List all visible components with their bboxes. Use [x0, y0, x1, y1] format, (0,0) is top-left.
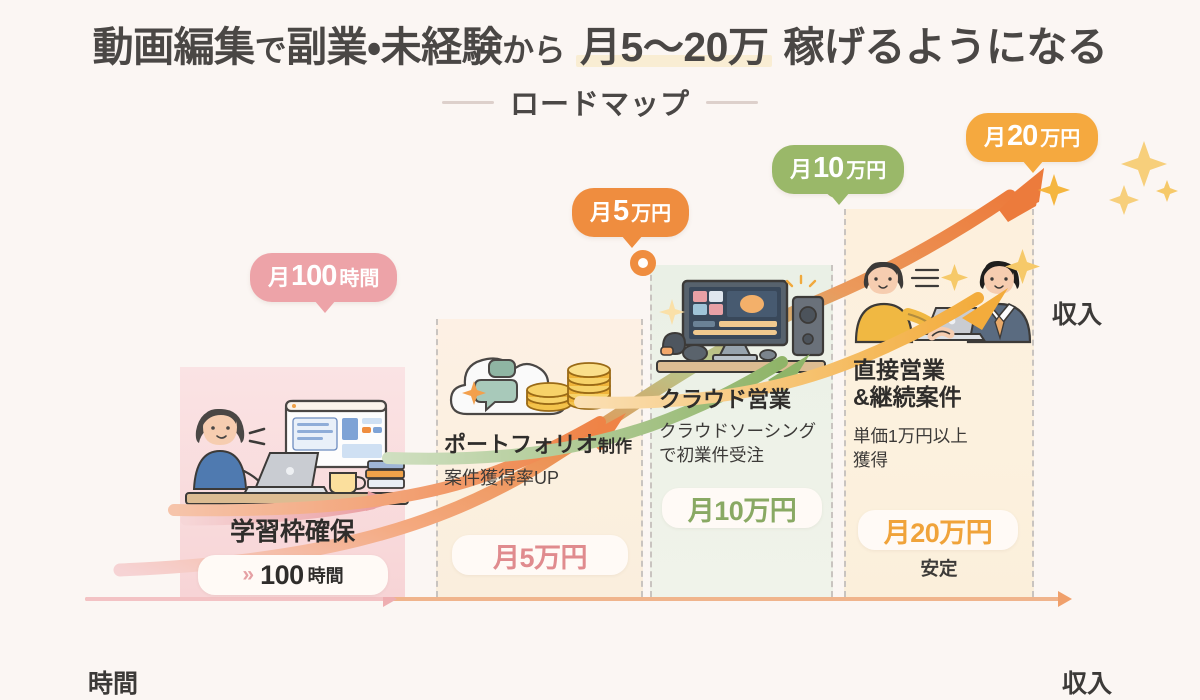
roadmap-chart: 時間 収入 収入 [0, 110, 1200, 698]
person-studying-at-desk-illustration-icon [185, 399, 409, 505]
stage-title-2: ポートフォリオ制作 [444, 432, 640, 458]
chip-value-4: 月20万円 [883, 517, 993, 548]
sparkle-small-icon [1038, 174, 1070, 206]
infographic-canvas: 動画編集で副業・未経験から 月5〜20万 稼げるようになる ロードマップ [0, 0, 1200, 675]
x-axis-right-label: 収入 [1062, 670, 1113, 698]
title-segment-1: 動画編集 [92, 24, 256, 70]
chip-unit-1: 時間 [307, 566, 344, 586]
cloud-coins-chat-illustration-icon [449, 357, 611, 416]
stage-title-2-suffix: 制作 [598, 437, 633, 456]
badge-unit-1: 時間 [339, 268, 380, 290]
header: 動画編集で副業・未経験から 月5〜20万 稼げるようになる ロードマップ [0, 24, 1200, 123]
title-segment-5: 稼げるようになる [783, 24, 1108, 70]
page-subtitle: ロードマップ [509, 89, 690, 122]
stage-badge-1: 月 100 時間 [250, 253, 398, 313]
badge-unit-3: 万円 [846, 160, 887, 182]
stage-progress-arrows-icon [168, 288, 1008, 526]
stage-title-3: クラウド営業 [659, 387, 792, 412]
stage-sub-2: 案件獲得率UP [444, 468, 560, 488]
badge-number-3: 10 [813, 152, 844, 184]
stage-chip-note-4: 安定 [920, 558, 958, 579]
subtitle-rule-right-icon [706, 100, 758, 104]
curve-node-2 [630, 250, 656, 276]
badge-prefix-3: 月 [790, 157, 813, 182]
badge-prefix-2: 月 [590, 200, 613, 225]
title-segment-3: 副業・未経験 [286, 24, 503, 70]
subtitle-row: ロードマップ [0, 81, 1200, 123]
badge-prefix-1: 月 [268, 265, 291, 290]
title-segment-2: で [254, 32, 287, 68]
badge-unit-2: 万円 [631, 203, 672, 225]
stage-title-2-main: ポートフォリオ [444, 432, 599, 457]
page-title: 動画編集で副業・未経験から 月5〜20万 稼げるようになる [0, 24, 1200, 71]
badge-number-4: 20 [1007, 120, 1038, 152]
badge-unit-4: 万円 [1040, 128, 1081, 150]
x-axis-line [85, 591, 1072, 607]
stage-chip-3: 月10万円 [662, 488, 822, 528]
stage-chip-1: » 100 時間 [198, 555, 388, 595]
y-axis-top-label: 収入 [1052, 301, 1103, 329]
stage-badge-4: 月 20 万円 [966, 113, 1099, 173]
x-axis-left-label: 時間 [88, 670, 139, 698]
badge-number-1: 100 [291, 260, 337, 292]
chip-value-1: 100 [260, 559, 304, 590]
stage-title-4: 直接営業 &継続案件 [853, 357, 962, 411]
stage-sub-3: クラウドソーシング で初業件受注 [659, 421, 817, 465]
stage-badge-3: 月 10 万円 [772, 145, 905, 205]
badge-prefix-4: 月 [984, 125, 1007, 150]
stage-badge-2: 月 5 万円 [572, 188, 690, 248]
badge-number-2: 5 [613, 195, 629, 227]
sparkle-cluster-icon [1109, 141, 1178, 215]
title-highlight: 月5〜20万 [576, 24, 772, 70]
subtitle-rule-left-icon [441, 100, 494, 104]
chip-value-2: 月5万円 [492, 542, 588, 573]
chip-chevron-icon-1: » [242, 563, 255, 586]
stage-chip-4: 月20万円 [858, 510, 1018, 550]
chip-value-3: 月10万円 [687, 495, 797, 526]
stage-sub-4: 単価1万円以上 獲得 [853, 426, 968, 470]
title-segment-4: から [502, 32, 566, 68]
stage-chip-2: 月5万円 [452, 535, 628, 575]
stage-title-1: 学習枠確保 [229, 518, 355, 546]
